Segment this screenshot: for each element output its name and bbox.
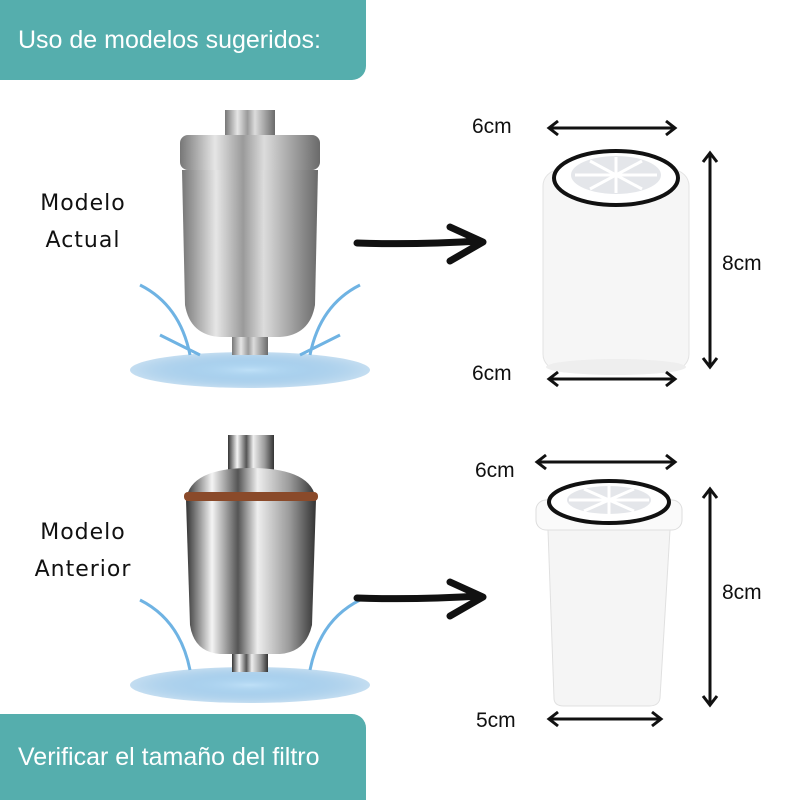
arrow-right-icon [353, 578, 487, 620]
chrome-filter-housing-anterior [130, 435, 370, 703]
model-actual-label: Modelo Actual [28, 185, 138, 259]
height-label: 8cm [722, 581, 762, 604]
bottom-width-label: 5cm [476, 709, 516, 732]
footer-banner: Verificar el tamaño del filtro [0, 714, 366, 800]
steel-filter-housing-actual [130, 110, 370, 388]
label-line2: Anterior [34, 557, 132, 582]
model-anterior-label: Modelo Anterior [22, 514, 144, 588]
bottom-width-label: 6cm [472, 362, 512, 385]
bottom-width-arrow [546, 710, 664, 728]
label-line1: Modelo [40, 520, 126, 545]
height-arrow [701, 150, 719, 370]
header-banner: Uso de modelos sugeridos: [0, 0, 366, 80]
top-width-label: 6cm [475, 459, 515, 482]
top-width-arrow [534, 453, 678, 471]
white-cartridge-actual [542, 149, 690, 375]
top-width-label: 6cm [472, 115, 512, 138]
label-line2: Actual [45, 228, 121, 253]
label-line1: Modelo [40, 191, 126, 216]
top-width-arrow [546, 119, 678, 137]
height-arrow [701, 486, 719, 708]
white-cartridge-anterior [535, 479, 683, 707]
header-title: Uso de modelos sugeridos: [18, 25, 321, 54]
height-label: 8cm [722, 252, 762, 275]
footer-title: Verificar el tamaño del filtro [18, 742, 320, 771]
bottom-width-arrow [546, 370, 678, 388]
arrow-right-icon [353, 223, 487, 265]
